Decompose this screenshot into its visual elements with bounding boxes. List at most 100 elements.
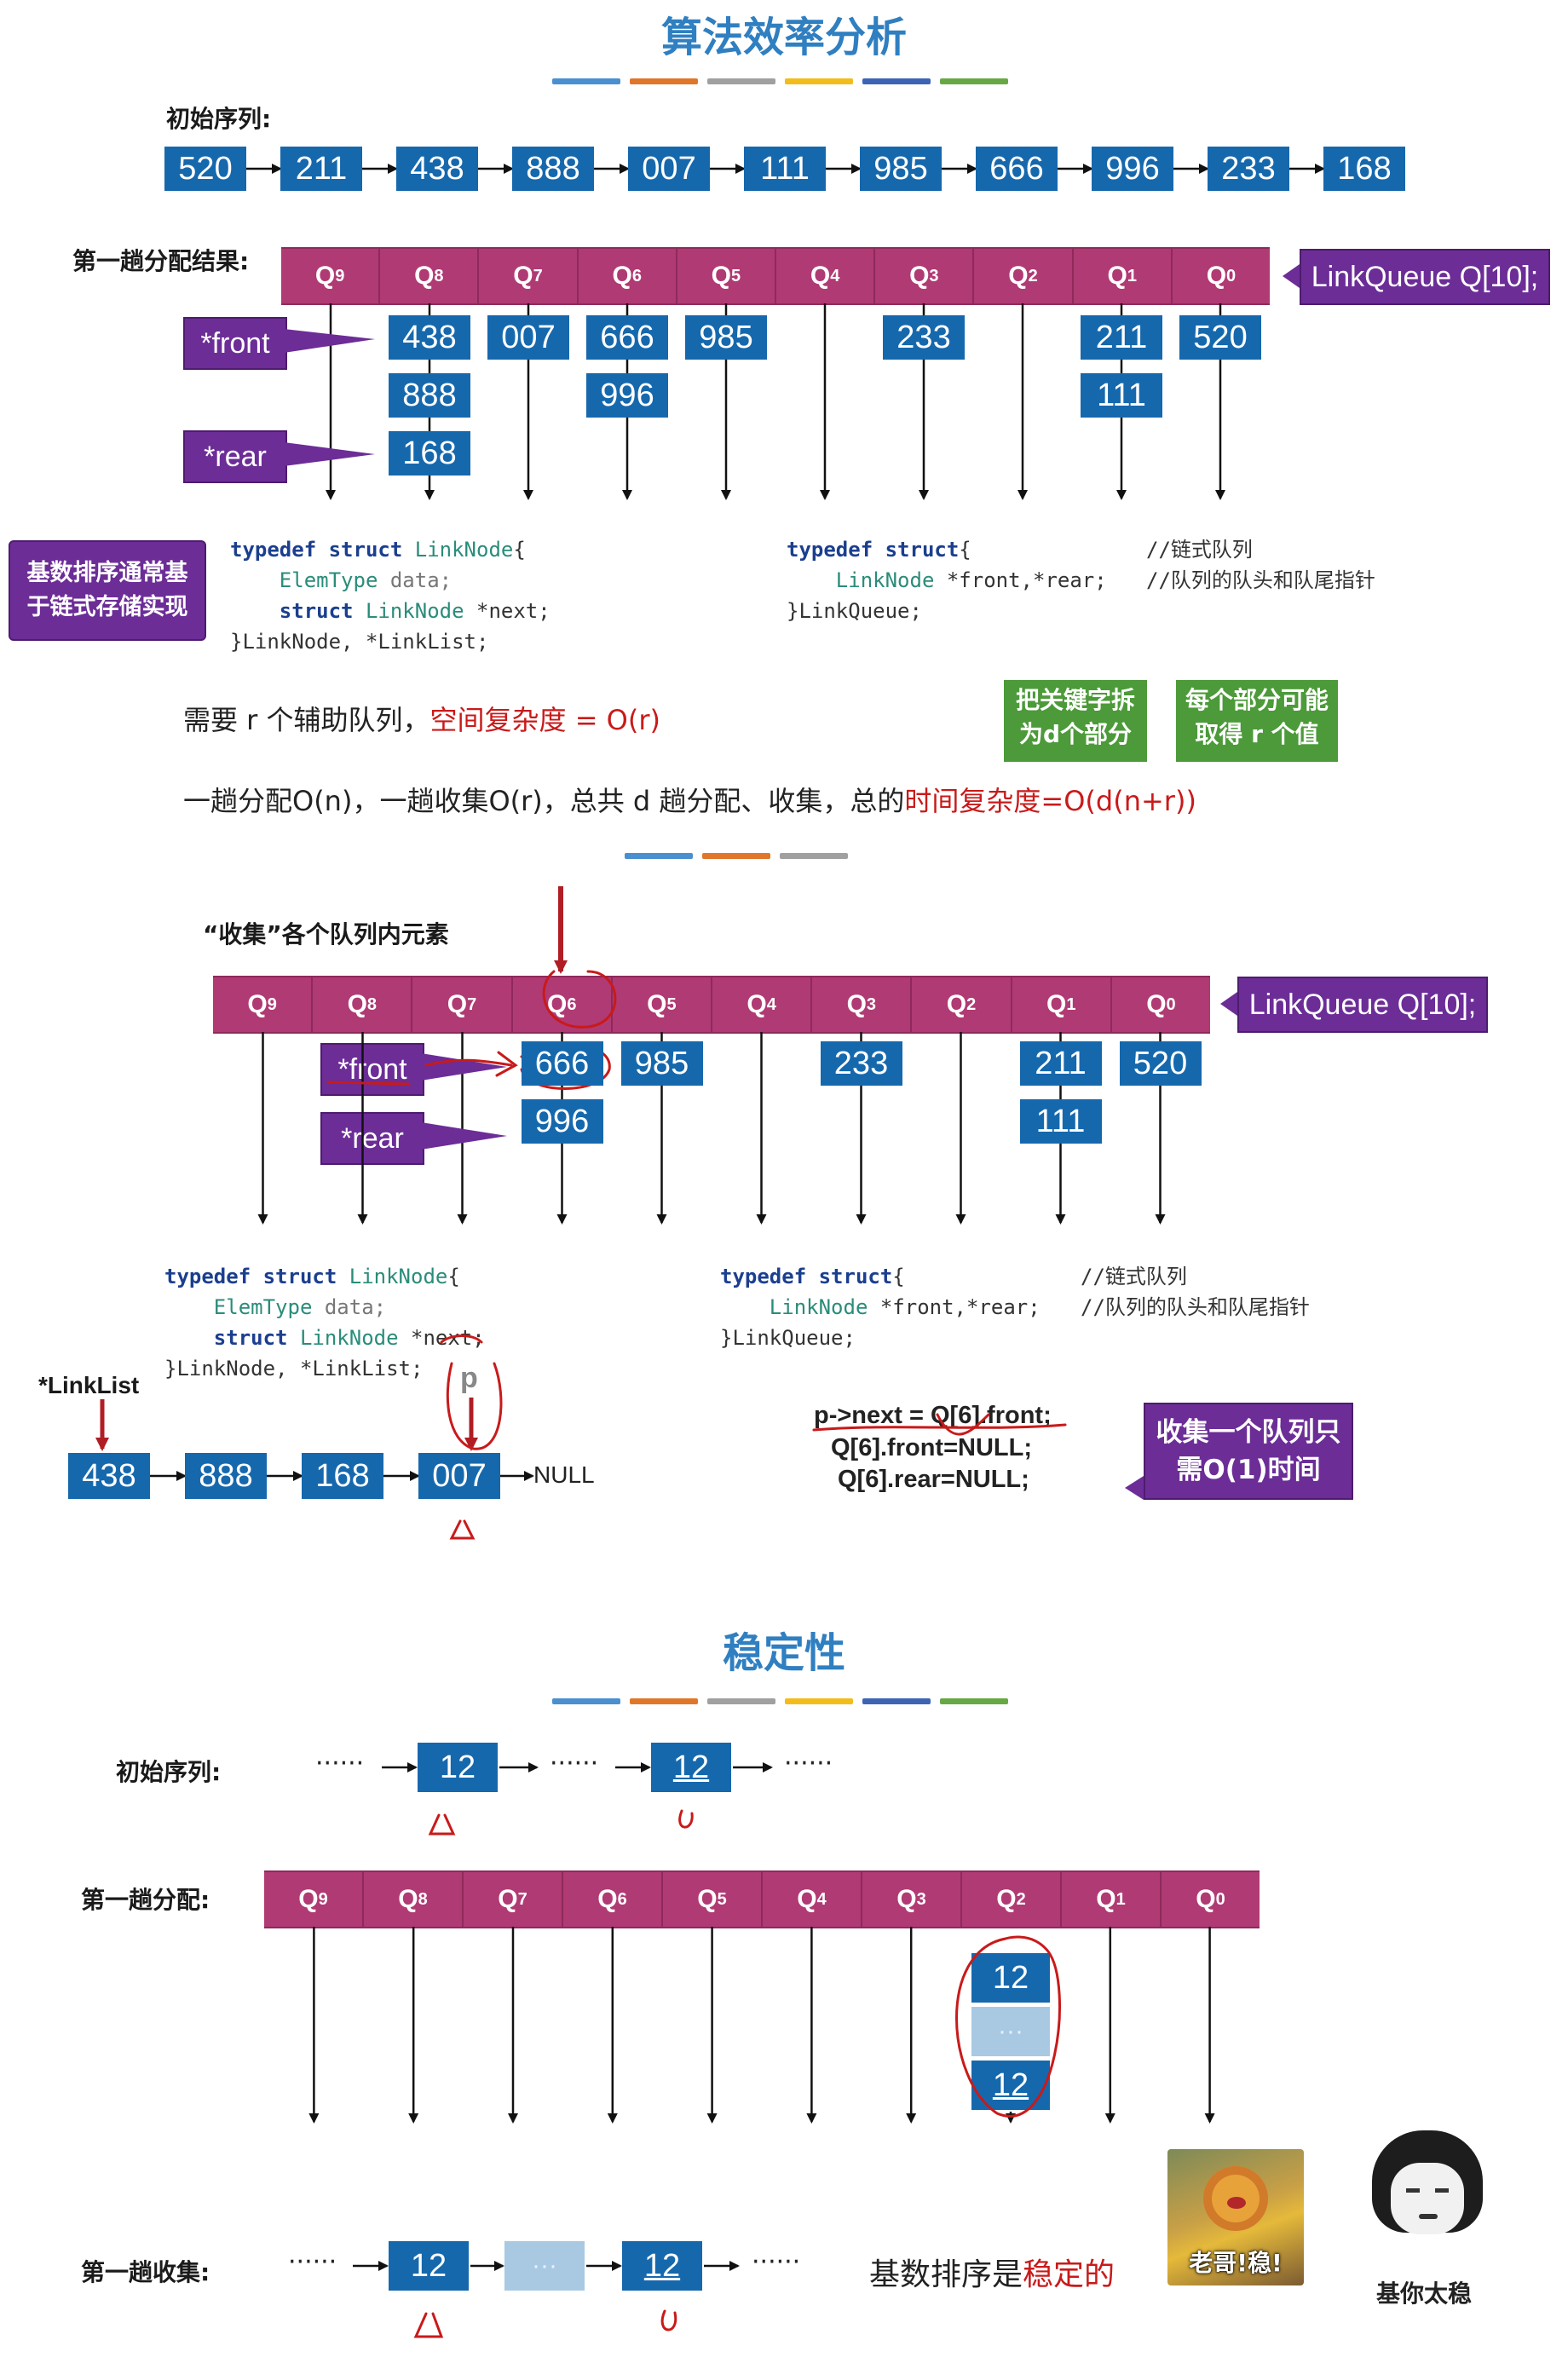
- stab-marker-round: [678, 1809, 694, 1829]
- sequence-item: 233: [1208, 147, 1289, 191]
- green-note-r-values: 每个部分可能 取得 r 个值: [1176, 680, 1338, 762]
- queue-cell-index: 2: [1016, 1889, 1026, 1909]
- stable-statement: 基数排序是稳定的: [869, 2250, 1115, 2294]
- front-pointer-label: *front: [183, 317, 287, 370]
- code-token: }LinkNode, *LinkList;: [164, 1357, 424, 1380]
- stab-dots: ······: [288, 2247, 337, 2277]
- queue-cell-index: 4: [766, 994, 776, 1014]
- queue-item: 233: [883, 315, 965, 360]
- queue-cell-letter: Q: [996, 1885, 1017, 1913]
- code-linknode-2: typedef struct LinkNode{ ElemType data; …: [164, 1261, 485, 1384]
- front-to-666-annotation: [424, 1058, 513, 1067]
- front-to-666-arrowhead: [495, 1051, 518, 1077]
- sequence-item: 211: [280, 147, 362, 191]
- queue-cell-letter: Q: [314, 262, 336, 290]
- queue-cell-index: 3: [866, 994, 877, 1014]
- sequence-item: 168: [1323, 147, 1405, 191]
- queue-cell-letter: Q: [810, 262, 831, 290]
- meme-eye-icon: [1435, 2188, 1449, 2193]
- code-token: typedef struct: [230, 538, 415, 562]
- queue-cell-index: 1: [1115, 1889, 1126, 1909]
- queue-item: 888: [389, 373, 470, 418]
- code-linkqueue-2: typedef struct{ LinkNode *front,*rear; }…: [720, 1261, 1041, 1353]
- queue-cell-index: 1: [1066, 994, 1076, 1014]
- linklist-item: 007: [418, 1453, 500, 1499]
- code-token: //链式队列: [1146, 538, 1253, 562]
- queue-cell-letter: Q: [1206, 262, 1227, 290]
- green-note-line: 把关键字拆: [1015, 686, 1135, 714]
- linklist-item: 168: [302, 1453, 383, 1499]
- code-token: {: [892, 1265, 905, 1288]
- queue-item: 168: [389, 431, 470, 476]
- colorbar-segment: [707, 1698, 775, 1704]
- meme-lion-caption: 老哥!稳!: [1189, 2249, 1283, 2277]
- queue-cell-letter: Q: [414, 262, 435, 290]
- p-circle-annotation: [446, 1362, 503, 1450]
- code-token: LinkNode: [414, 538, 514, 562]
- queue-cell-index: 3: [929, 266, 939, 285]
- collect-label: “收集”各个队列内元素: [203, 920, 449, 948]
- queue-cell-letter: Q: [697, 1885, 718, 1913]
- queue-cell-letter: Q: [546, 990, 568, 1018]
- queue-cell-index: 4: [830, 266, 840, 285]
- queue-item: 996: [586, 373, 668, 418]
- front-underline-annotation: [326, 1081, 411, 1086]
- stable-word: 稳定的: [1023, 2257, 1115, 2292]
- queue-cell-letter: Q: [398, 1885, 418, 1913]
- meme-lion-nose-icon: [1227, 2197, 1246, 2209]
- queue-cell-index: 5: [717, 1889, 727, 1909]
- rear-pointer-tail: [421, 1122, 507, 1150]
- queue-cell-letter: Q: [1107, 262, 1127, 290]
- op-line-1: p->next = Q[6].front;: [814, 1402, 1052, 1429]
- code-linknode: typedef struct LinkNode{ ElemType data; …: [230, 534, 551, 657]
- initial-sequence-label: 初始序列:: [166, 105, 272, 133]
- code-token: *front,*rear;: [879, 1295, 1041, 1319]
- queue-cell-letter: Q: [612, 262, 632, 290]
- queue-cell-index: 7: [467, 994, 477, 1014]
- colorbar-segment: [940, 1698, 1008, 1704]
- null-label: NULL: [533, 1461, 595, 1488]
- code-token: *next;: [476, 599, 551, 623]
- queue-cell-letter: Q: [797, 1885, 817, 1913]
- queue-item: 520: [1119, 1041, 1202, 1086]
- queue-cell-letter: Q: [247, 990, 268, 1018]
- stab-dots: ······: [784, 1749, 833, 1778]
- colorbar-segment: [625, 853, 693, 859]
- stab-dist-label: 第一趟分配:: [81, 1886, 210, 1914]
- code-token: LinkNode: [769, 1295, 880, 1319]
- queue-cell-index: 5: [731, 266, 741, 285]
- queue-cell-index: 9: [267, 994, 277, 1014]
- stab-item-12b: 12: [651, 1743, 731, 1792]
- code-token: *front,*rear;: [946, 568, 1107, 592]
- meme-mouth-icon: [1419, 2214, 1438, 2219]
- colorbar-segment: [552, 1698, 620, 1704]
- queue-cell-index: 8: [434, 266, 444, 285]
- queue-cell-letter: Q: [1196, 1885, 1216, 1913]
- queue-cell-index: 5: [666, 994, 677, 1014]
- collect-note-line2: 需O(1)时间: [1176, 1455, 1321, 1485]
- queue-cell-letter: Q: [1096, 1885, 1116, 1913]
- next-underline-annotation: [440, 1334, 483, 1344]
- colorbar-segment: [862, 1698, 931, 1704]
- queue-cell-letter: Q: [1046, 990, 1067, 1018]
- colorbar-segment: [862, 78, 931, 84]
- stab-q2-top: 12: [971, 1953, 1050, 2003]
- queue-item: 111: [1019, 1099, 1102, 1144]
- stab-collect-label: 第一趟收集:: [81, 2258, 210, 2286]
- queue-item: 985: [620, 1041, 703, 1086]
- green-note-d-parts: 把关键字拆 为d个部分: [1004, 680, 1147, 762]
- code-token: //队列的队头和队尾指针: [1081, 1295, 1310, 1319]
